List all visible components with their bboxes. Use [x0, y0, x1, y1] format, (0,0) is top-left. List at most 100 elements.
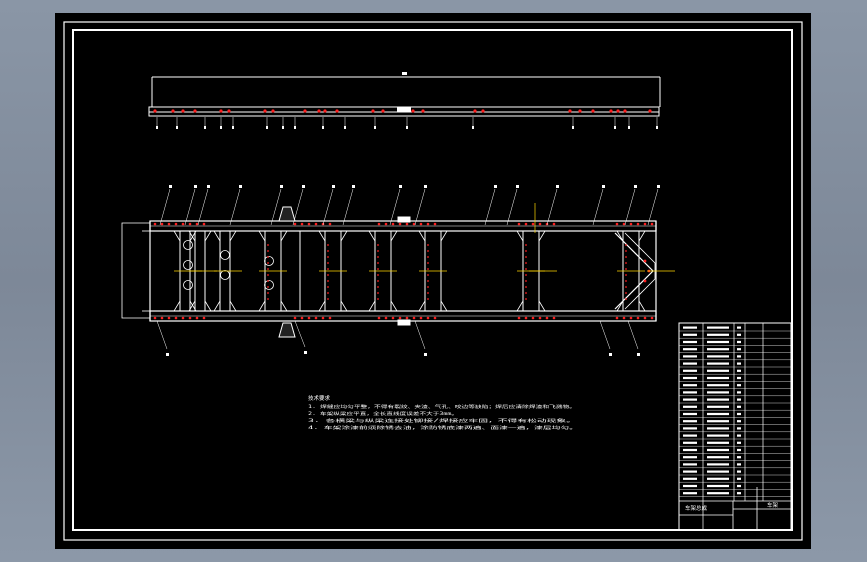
rivet	[524, 316, 528, 320]
frame-drawing: 技术要求 1. 焊缝应均匀平整，不得有裂纹、夹渣、气孔、咬边等缺陷；焊后应清除焊…	[63, 21, 803, 541]
row-text	[683, 448, 697, 452]
rivet	[623, 109, 627, 113]
callout-tick	[614, 126, 616, 129]
lightening-hole	[183, 260, 193, 270]
leader-line	[414, 320, 426, 350]
note-3: 3. 各横梁与纵梁连接处铆接/焊接应牢固，不得有松动现象。	[308, 417, 576, 424]
row-text	[737, 348, 741, 351]
callout-tick	[282, 126, 284, 129]
callout-tick	[322, 126, 324, 129]
rivet	[327, 262, 329, 264]
row-text	[707, 434, 729, 437]
row-text	[737, 376, 741, 380]
rivet	[481, 109, 485, 113]
title-label: 车架	[767, 501, 779, 509]
row-text	[707, 398, 729, 401]
row-text	[737, 362, 741, 365]
rivet	[219, 109, 223, 113]
rivet	[643, 259, 647, 263]
rivet	[412, 222, 416, 226]
rivet	[552, 316, 556, 320]
outer-border	[63, 21, 803, 541]
rivet	[377, 286, 379, 288]
leader-line	[184, 188, 196, 226]
row-text	[683, 470, 697, 473]
rivet	[327, 250, 329, 252]
row-text	[737, 384, 741, 387]
rivet	[267, 298, 269, 300]
rivet	[195, 222, 199, 226]
rivet	[405, 222, 409, 226]
cad-viewport[interactable]: 技术要求 1. 焊缝应均匀平整，不得有裂纹、夹渣、气孔、咬边等缺陷；焊后应清除焊…	[55, 13, 811, 549]
rivet	[174, 222, 178, 226]
leader-line	[627, 320, 639, 350]
rivet	[398, 222, 402, 226]
rivet	[267, 256, 269, 258]
callout-tick	[232, 126, 234, 129]
rivet	[195, 316, 199, 320]
rivet	[327, 274, 329, 276]
rivet	[153, 316, 157, 320]
rivet	[473, 109, 477, 113]
rivet	[327, 286, 329, 288]
rivet	[391, 316, 395, 320]
rivet	[267, 262, 269, 264]
rivet	[616, 109, 620, 113]
rivet	[427, 244, 429, 246]
row-text	[707, 412, 729, 416]
callout-tick	[204, 126, 206, 129]
rivet	[525, 274, 527, 276]
callout-tick	[399, 185, 402, 188]
row-text	[683, 362, 697, 365]
row-text	[737, 456, 741, 459]
inner-border	[72, 29, 793, 531]
lightening-hole	[264, 256, 274, 266]
row-text	[737, 463, 741, 466]
rivet	[377, 262, 379, 264]
rivet	[398, 316, 402, 320]
callout-tick	[656, 126, 658, 129]
row-text	[683, 333, 697, 336]
rivet	[160, 222, 164, 226]
rivet	[525, 292, 527, 294]
rivet	[267, 286, 269, 288]
row-text	[707, 484, 729, 488]
row-text	[737, 391, 741, 394]
row-text	[707, 463, 729, 466]
row-text	[683, 412, 697, 416]
row-text	[683, 348, 697, 351]
rivet	[625, 280, 627, 282]
rivet	[629, 222, 633, 226]
rivet	[426, 222, 430, 226]
rivet	[517, 222, 521, 226]
callout-tick	[572, 126, 574, 129]
leader-line	[624, 188, 636, 226]
leader-line	[414, 188, 426, 226]
rivet	[552, 222, 556, 226]
row-text	[737, 369, 741, 372]
callout-tick	[207, 185, 210, 188]
rivet	[377, 250, 379, 252]
side-view-callouts	[156, 107, 658, 129]
callout-tick	[304, 351, 307, 354]
row-text	[707, 384, 729, 387]
row-text	[737, 333, 741, 336]
rivet	[384, 316, 388, 320]
rivet	[377, 244, 379, 246]
row-text	[707, 362, 729, 365]
callout-tick	[194, 185, 197, 188]
row-text	[737, 470, 741, 473]
row-text	[707, 326, 729, 329]
callout-tick	[628, 126, 630, 129]
side-bracket	[397, 107, 411, 112]
technical-notes: 技术要求 1. 焊缝应均匀平整，不得有裂纹、夹渣、气孔、咬边等缺陷；焊后应清除焊…	[308, 394, 578, 431]
rivet	[181, 316, 185, 320]
leader-line	[270, 188, 282, 226]
rivet	[171, 109, 175, 113]
row-text	[683, 477, 697, 480]
callout-tick	[344, 126, 346, 129]
callout-tick	[657, 185, 660, 188]
leader-line	[484, 188, 496, 226]
rivet	[531, 222, 535, 226]
rivet	[377, 280, 379, 282]
